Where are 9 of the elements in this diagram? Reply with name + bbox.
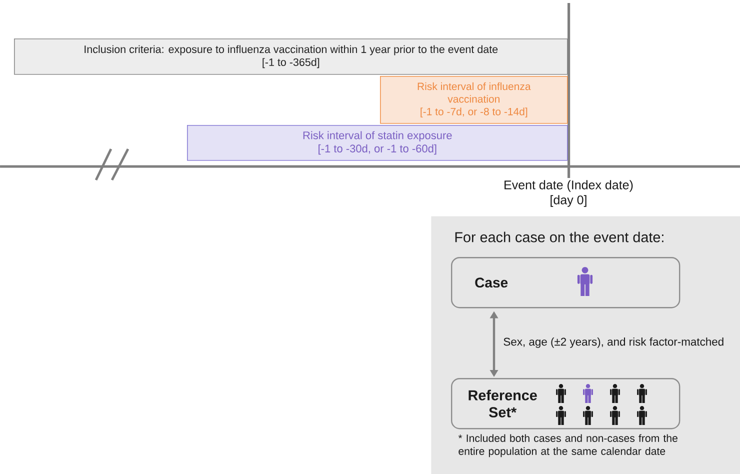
edge-label: Sex, age (±2 years), and risk factor-matched [502, 336, 726, 349]
footnote: * Included both cases and non-cases from the entire population at the same calendar date [458, 434, 678, 458]
reference-set-box: Reference Set* [451, 378, 680, 430]
axis-label: [day 0] [550, 195, 586, 207]
interval-bar: Risk interval of influenza vaccination [-1 to -7d, or -8 to -14d] [380, 76, 568, 124]
interval-bar: Risk interval of statin exposure [-1 to -30d, or -1 to -60d] [187, 125, 568, 161]
inclusion-bar: Inclusion criteria: exposure to influenza vaccination within 1 year prior to the event date [-1 to -365d] [14, 38, 568, 75]
case-box: Case [451, 257, 680, 308]
axis-label: Event date (Index date) [504, 180, 633, 192]
